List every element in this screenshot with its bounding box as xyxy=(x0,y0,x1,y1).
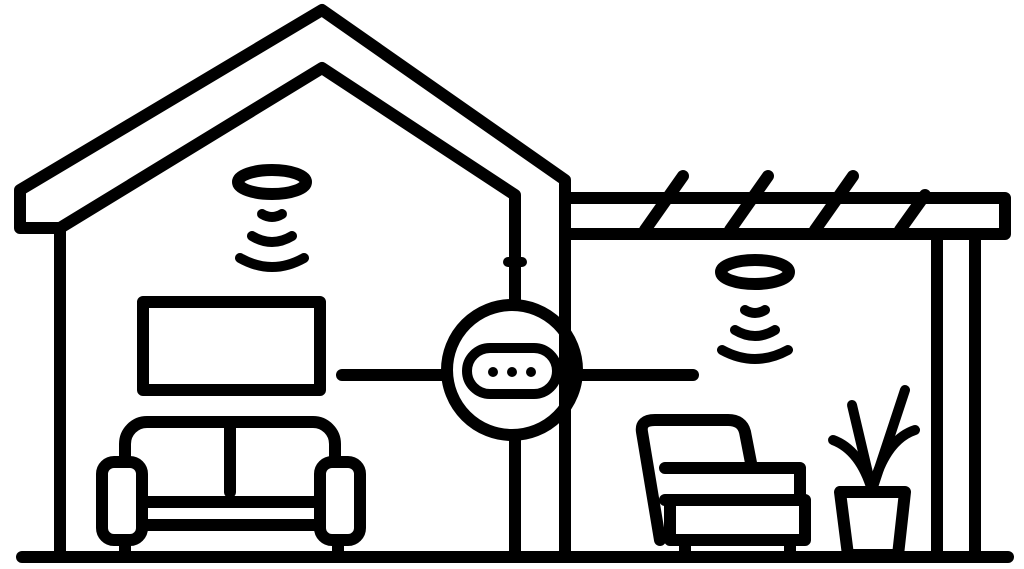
patio-chair-icon xyxy=(635,414,811,563)
tv-icon xyxy=(137,296,326,396)
sofa-icon xyxy=(96,416,366,563)
hub-icon xyxy=(336,299,699,441)
potted-plant-icon xyxy=(828,385,920,561)
ceiling-light-right-icon xyxy=(715,254,795,364)
pergola xyxy=(559,170,1011,563)
ceiling-light-left-icon xyxy=(232,164,312,272)
house-outline xyxy=(14,4,571,563)
